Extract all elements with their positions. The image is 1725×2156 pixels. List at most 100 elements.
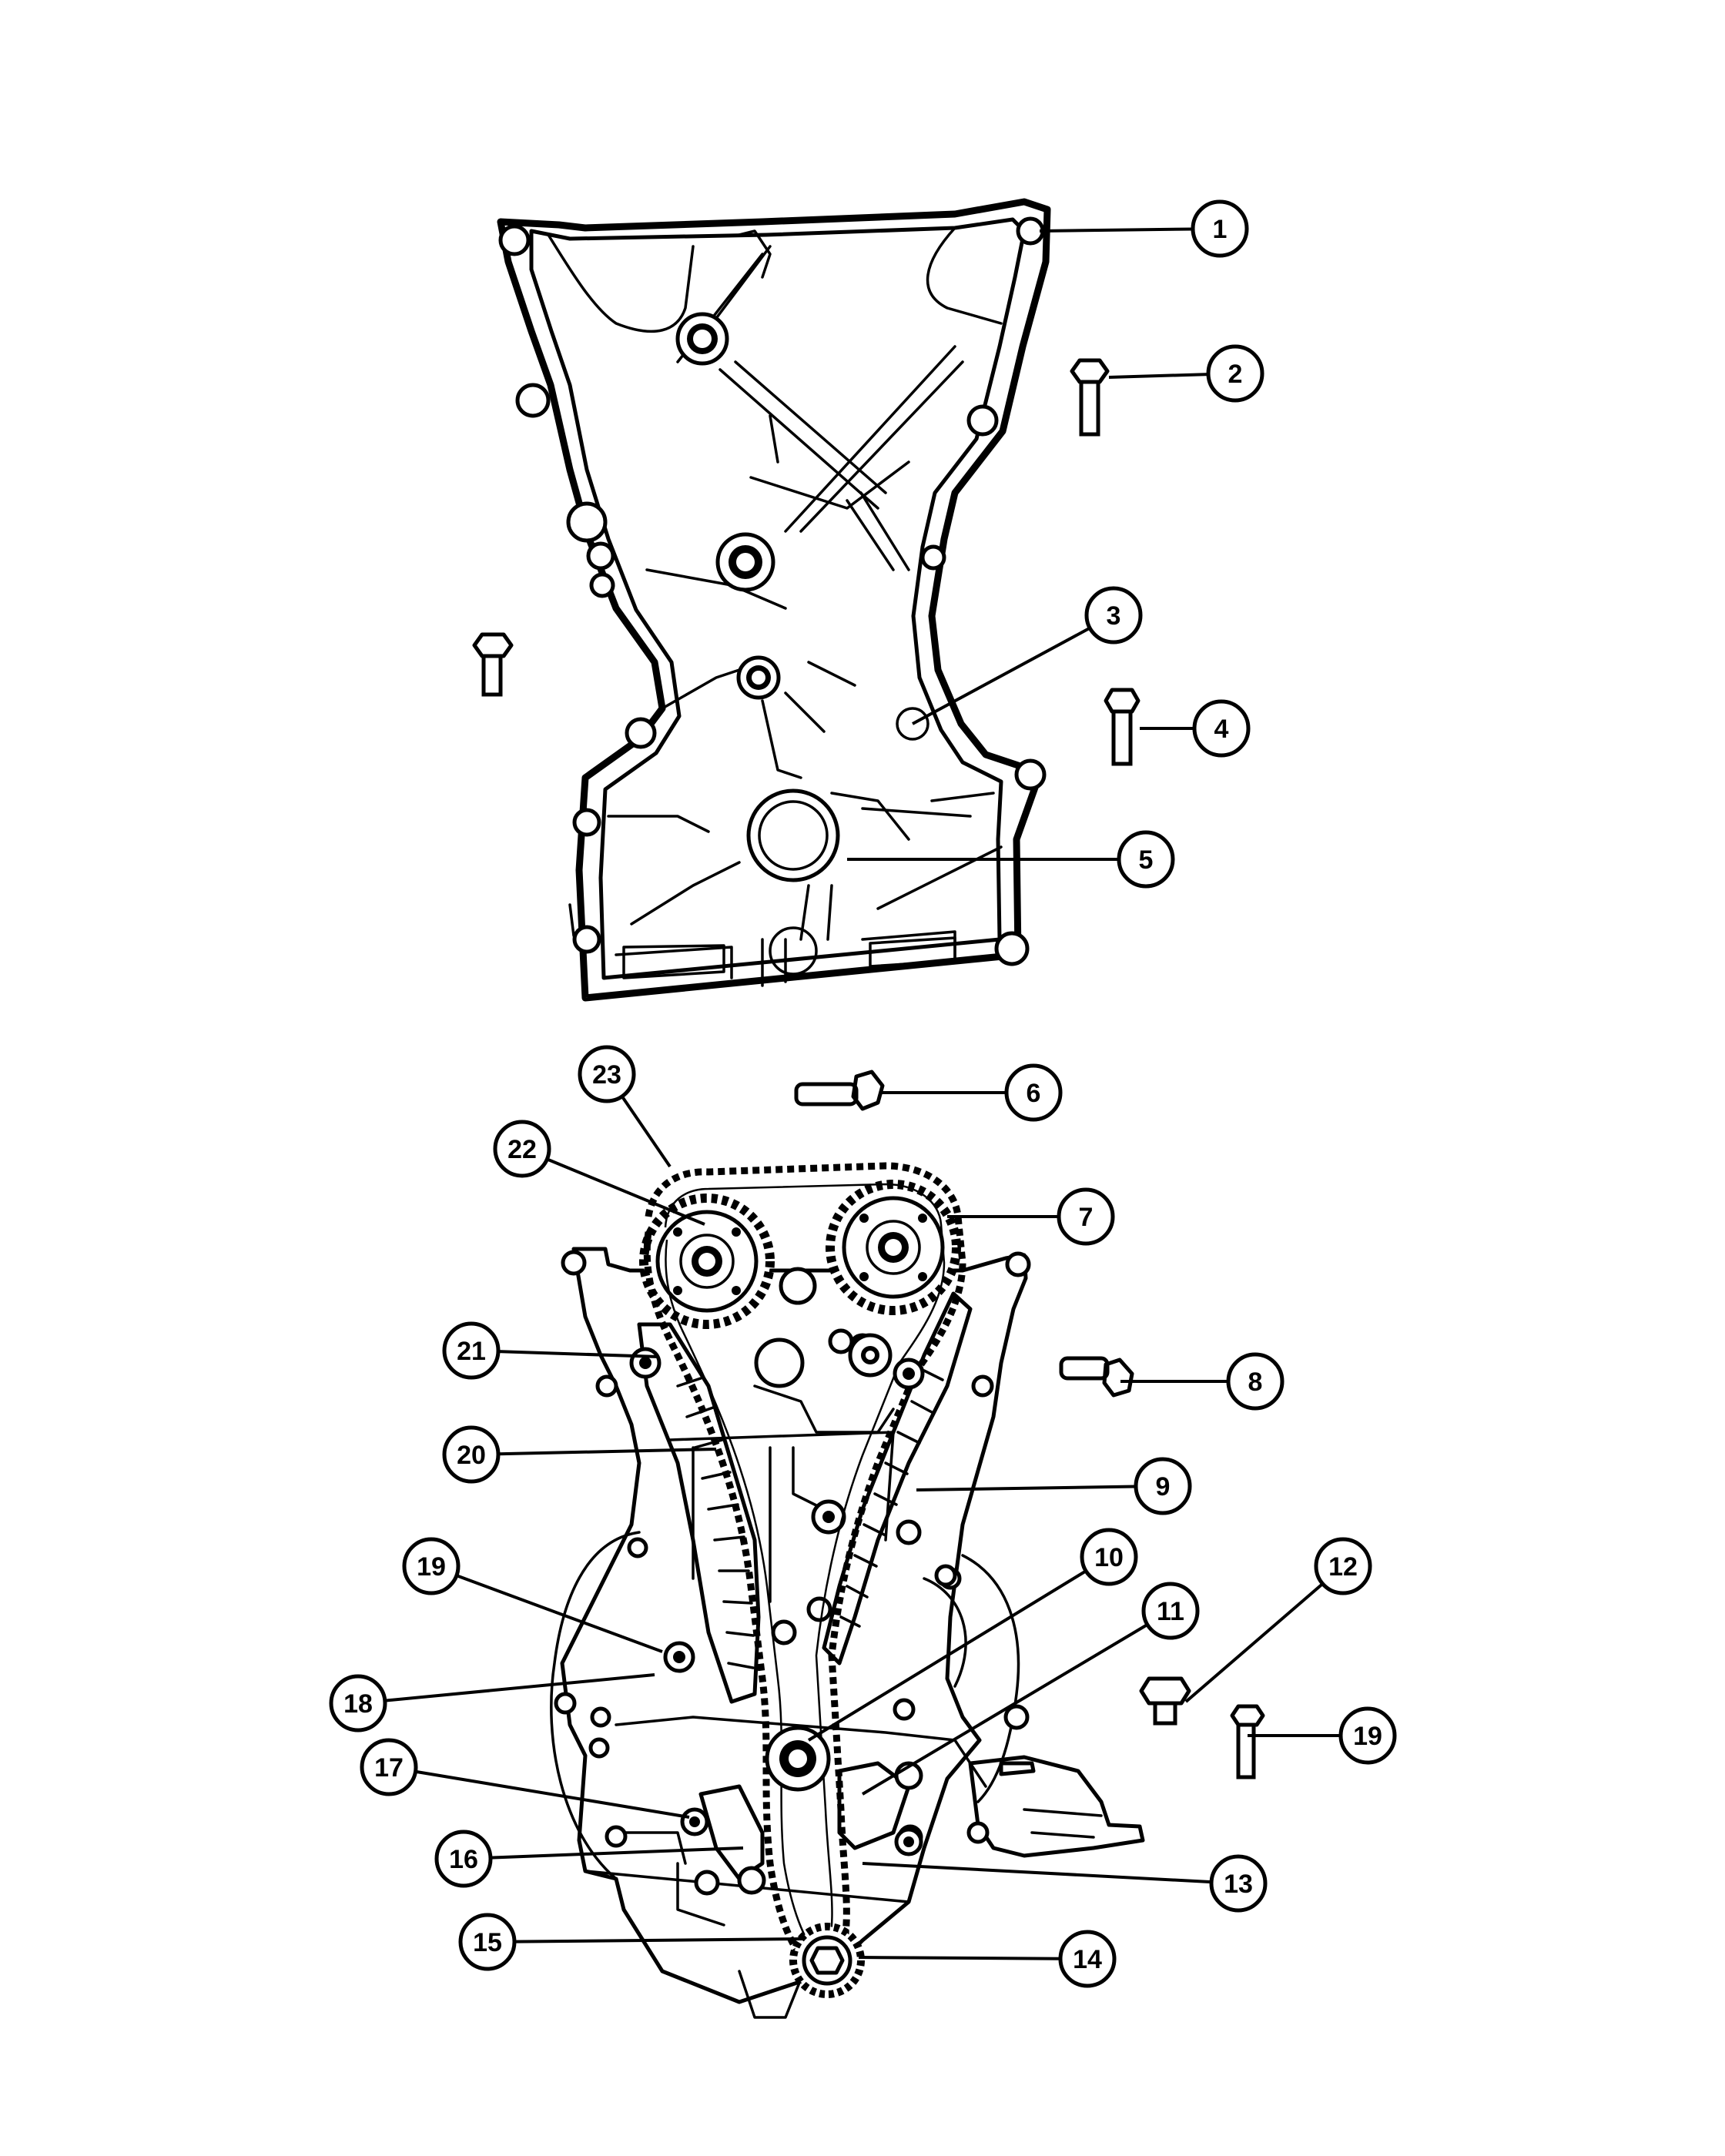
callout-number: 13 [1224,1870,1253,1899]
callout-number: 6 [1027,1079,1041,1108]
callout-circle [1226,1352,1285,1411]
callout-circle [493,1120,551,1178]
callout-circle [1338,1706,1397,1765]
callout-circle [1004,1063,1063,1122]
leader-line [1108,373,1209,379]
callout-2: 2 [1108,344,1264,403]
leader-line [912,626,1091,725]
callout-number: 19 [1353,1722,1382,1751]
leader-line [456,1574,663,1653]
callout-10: 10 [807,1528,1138,1742]
callout-number: 17 [374,1753,404,1783]
callout-circle [1080,1528,1138,1586]
leader-line [916,1485,1137,1491]
callout-number: 9 [1156,1472,1171,1502]
leader-line [858,1956,1061,1960]
callout-circle [329,1674,387,1732]
leader-line [490,1846,744,1860]
bolt-top-left [472,632,514,697]
timing-cover [497,198,1051,1002]
bolt-4 [1104,688,1141,766]
leader-line [1184,1582,1324,1703]
callout-number: 8 [1248,1368,1263,1397]
callout-circle [1141,1582,1200,1640]
callout-circle [1084,586,1143,644]
callout-number: 10 [1094,1543,1124,1572]
leader-line [384,1673,655,1702]
callout-circle [578,1045,636,1103]
callout-11: 11 [861,1582,1200,1796]
callout-number: 23 [592,1060,621,1090]
leader-line [415,1769,690,1819]
callout-circle [360,1738,418,1796]
callout-17: 17 [360,1738,690,1819]
leader-line [621,1095,672,1168]
callout-circle [1134,1457,1192,1515]
callout-circle [1117,830,1175,889]
callout-circle [402,1537,461,1595]
engine-block [550,1247,1031,2019]
bolt-2 [1070,358,1110,437]
callout-19: 19 [1248,1706,1397,1765]
callout-number: 3 [1107,601,1121,631]
callout-14: 14 [858,1930,1117,1988]
callout-circle [442,1425,501,1484]
callout-number: 1 [1213,215,1228,244]
callout-19: 19 [402,1537,663,1653]
chain-guide-left [637,1322,761,1704]
callout-23: 23 [578,1045,672,1168]
camshaft-sprocket-right [826,1180,961,1315]
chain-guide-right [822,1291,973,1666]
leader-line [862,1862,1212,1884]
callout-9: 9 [916,1457,1192,1515]
callout-number: 4 [1214,715,1229,744]
leader-line [497,1350,659,1358]
callout-6: 6 [882,1063,1063,1122]
bolt-12 [1139,1676,1191,1726]
callout-number: 2 [1228,360,1243,389]
callout-number: 18 [343,1689,373,1719]
callout-number: 19 [417,1552,446,1582]
bolt-8 [1059,1356,1134,1398]
callout-number: 16 [449,1845,478,1874]
callout-number: 20 [457,1441,486,1470]
callout-number: 21 [457,1337,486,1366]
callout-circle [1206,344,1264,403]
bolt-6 [794,1070,885,1111]
leader-line [546,1157,705,1226]
leader-line [861,1623,1148,1796]
callout-number: 12 [1328,1552,1358,1582]
crankshaft-sprocket [789,1923,865,1998]
callout-13: 13 [862,1854,1268,1913]
callout-15: 15 [458,1913,806,1971]
callout-5: 5 [847,830,1175,889]
leader-line [497,1448,717,1456]
callout-12: 12 [1184,1537,1372,1703]
callout-number: 5 [1139,845,1154,875]
idler-pulley [765,1726,831,1792]
camshaft-sprocket-left [639,1194,775,1329]
callout-18: 18 [329,1673,655,1732]
leader-line [1039,227,1194,233]
callout-circle [1057,1187,1115,1246]
callout-circle [434,1830,493,1888]
leader-line [807,1569,1087,1742]
callout-circle [442,1321,501,1380]
callout-number: 15 [473,1928,502,1957]
callout-circle [1191,199,1249,258]
callout-7: 7 [947,1187,1115,1246]
callout-16: 16 [434,1830,744,1888]
callout-22: 22 [493,1120,705,1226]
callout-circle [1209,1854,1268,1913]
callout-circle [1192,699,1251,758]
leader-line [514,1937,806,1943]
callout-circle [458,1913,517,1971]
callout-circle [1058,1930,1117,1988]
callout-number: 22 [507,1135,537,1164]
callout-8: 8 [1120,1352,1285,1411]
callout-1: 1 [1039,199,1249,258]
callout-4: 4 [1140,699,1251,758]
bolt-19-right [1230,1704,1265,1779]
